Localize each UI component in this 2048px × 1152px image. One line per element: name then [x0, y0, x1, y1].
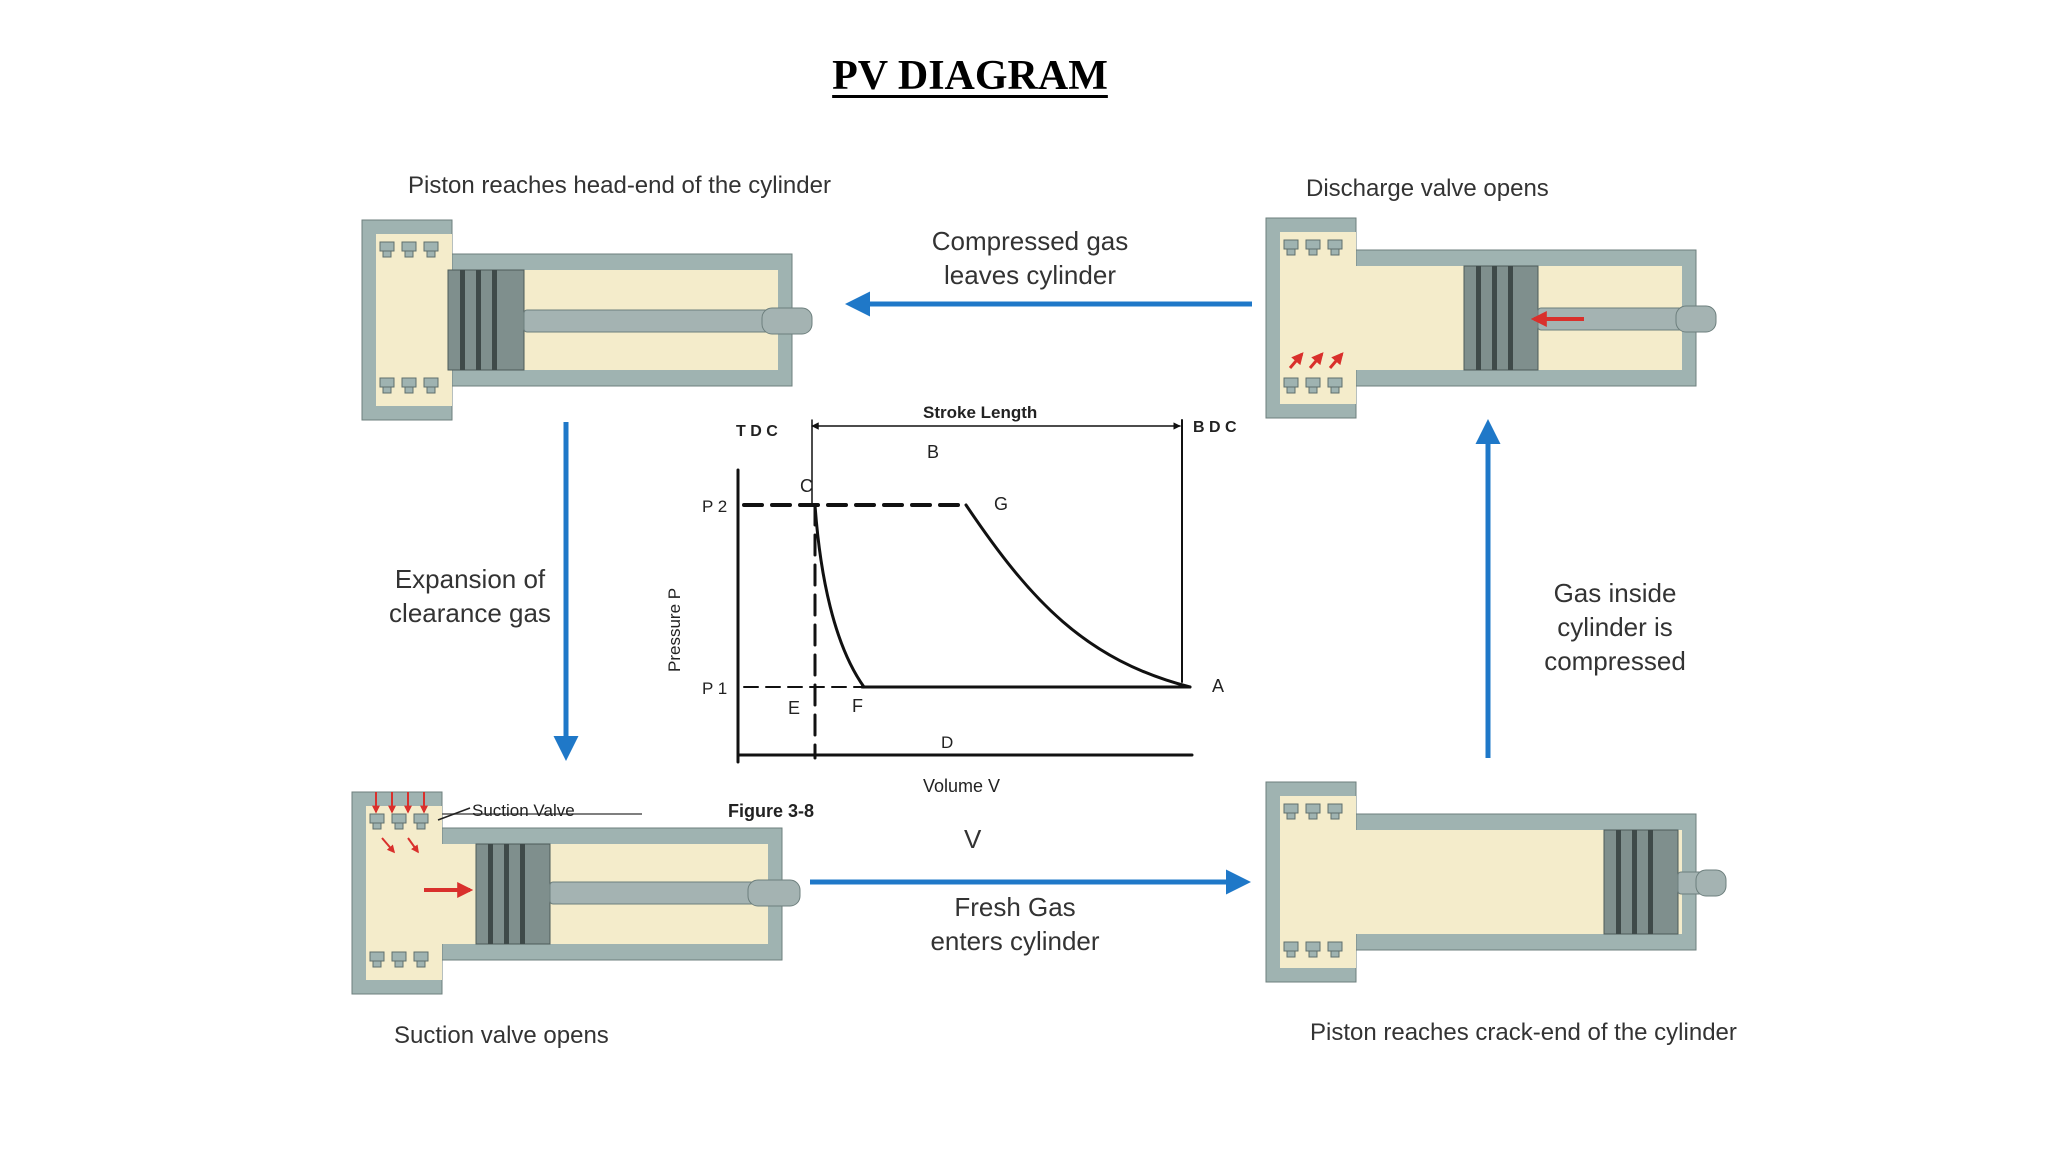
suction-valve-label: Suction Valve: [472, 801, 575, 820]
label-line: Expansion of: [394, 564, 546, 594]
label-expansion: Expansion of clearance gas: [360, 562, 580, 630]
p2-label: P 2: [702, 497, 727, 516]
point-d: D: [941, 733, 953, 752]
label-line: enters cylinder: [930, 926, 1100, 956]
label-line: Gas inside: [1553, 578, 1677, 608]
compression-curve: [964, 503, 1192, 689]
cylinder-bottom-right: [1265, 781, 1727, 983]
cylinder-top-right: [1265, 217, 1717, 419]
caption-top-left: Piston reaches head-end of the cylinder: [408, 172, 831, 199]
figure-label: Figure 3-8: [728, 801, 814, 821]
point-c: C: [800, 476, 813, 496]
bdc-label: B D C: [1193, 419, 1237, 436]
caption-bottom-right: Piston reaches crack-end of the cylinder: [1310, 1019, 1737, 1046]
point-b: B: [927, 442, 939, 462]
label-line: leaves cylinder: [944, 260, 1116, 290]
label-line: Fresh Gas: [954, 892, 1076, 922]
caption-bottom-left: Suction valve opens: [394, 1022, 609, 1049]
label-line: compressed: [1544, 646, 1686, 676]
label-line: cylinder is: [1557, 612, 1673, 642]
p1-label: P 1: [702, 679, 727, 698]
page-title: PV DIAGRAM: [832, 53, 1108, 99]
label-gas-compressed: Gas inside cylinder is compressed: [1510, 576, 1720, 678]
point-e: E: [788, 698, 800, 718]
point-g: G: [994, 494, 1008, 514]
y-axis-label: Pressure P: [665, 588, 684, 672]
caption-top-right: Discharge valve opens: [1306, 175, 1549, 202]
point-f: F: [852, 696, 863, 716]
cylinder-top-left: [361, 219, 813, 421]
label-line: Compressed gas: [931, 226, 1129, 256]
tdc-label: T D C: [736, 423, 778, 440]
point-a: A: [1212, 676, 1224, 696]
label-compressed-gas: Compressed gas leaves cylinder: [880, 224, 1180, 292]
label-line: clearance gas: [389, 598, 551, 628]
cylinder-bottom-left: Suction Valve: [351, 791, 801, 995]
pv-chart: Stroke Length T D C B D C P 2 P 1 Pressu…: [665, 403, 1237, 854]
label-fresh-gas: Fresh Gas enters cylinder: [870, 890, 1160, 958]
v-label: V: [964, 824, 982, 854]
x-axis-label: Volume V: [923, 776, 1000, 796]
expansion-curve: [813, 503, 866, 689]
stroke-length-label: Stroke Length: [923, 403, 1037, 422]
